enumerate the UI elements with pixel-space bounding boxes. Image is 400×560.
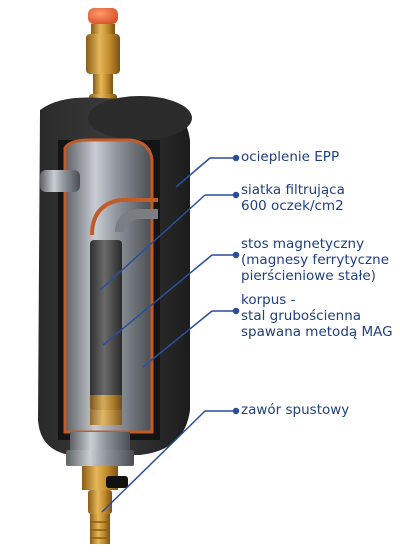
leader-line-magnet: [102, 254, 213, 346]
leader-dot-mesh: [232, 191, 240, 199]
label-body-line-2: stal grubościenna: [241, 308, 362, 324]
label-valve-line-1: zawór spustowy: [241, 402, 350, 418]
leader-line-insulation: [175, 157, 211, 188]
leader-dot-valve: [232, 407, 240, 415]
leader-dot-magnet: [232, 251, 240, 259]
leader-line-valve: [101, 410, 206, 513]
label-body-line-3: spawana metodą MAG: [241, 324, 393, 340]
label-mesh-line-1: siatka filtrująca: [241, 182, 345, 198]
label-magnet-line-2: (magnesy ferrytyczne: [241, 252, 389, 268]
leader-line-body: [142, 310, 213, 368]
label-insulation: ocieplenie EPP: [241, 149, 339, 165]
label-mesh: siatka filtrująca 600 oczek/cm2: [241, 182, 345, 214]
label-valve: zawór spustowy: [241, 402, 349, 418]
leader-line-mesh: [99, 194, 206, 291]
filter-mesh: [90, 198, 158, 236]
label-body: korpus - stal grubościenna spawana metod…: [241, 292, 393, 340]
drain-valve: [66, 432, 134, 544]
label-magnet-line-1: stos magnetyczny: [241, 236, 365, 252]
label-body-line-1: korpus -: [241, 292, 296, 308]
label-magnet-line-3: pierścieniowe stałe): [241, 268, 376, 284]
magnetic-stack: [90, 240, 122, 425]
label-mesh-line-2: 600 oczek/cm2: [241, 198, 344, 214]
leader-lines: [99, 154, 240, 513]
leader-dot-body: [232, 307, 240, 315]
leader-dot-insulation: [232, 154, 240, 162]
label-magnet: stos magnetyczny (magnesy ferrytyczne pi…: [241, 236, 389, 284]
label-insulation-line-1: ocieplenie EPP: [241, 149, 340, 165]
